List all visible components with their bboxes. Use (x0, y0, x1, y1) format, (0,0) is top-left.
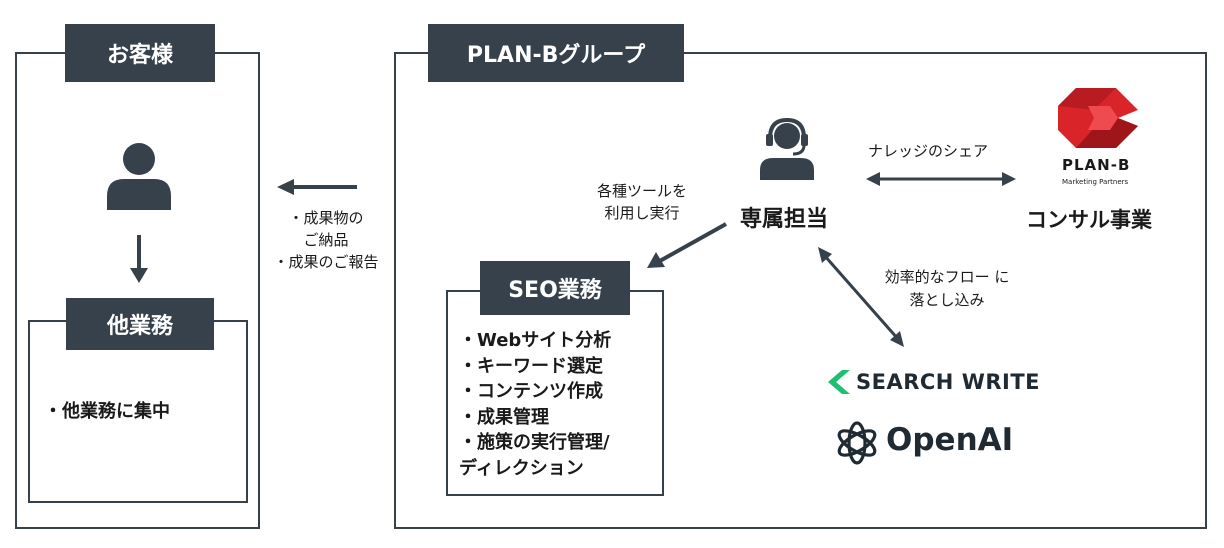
note-line: 各種ツールを (596, 182, 687, 200)
search-write-text-a: SEARCH (856, 370, 954, 394)
note-line: ご納品 (303, 231, 349, 249)
planb-logo-mark (1058, 88, 1138, 148)
consulting-label: コンサル事業 (1026, 208, 1152, 232)
seo-task-list: ・Webサイト分析 ・キーワード選定 ・コンテンツ作成 ・成果管理 ・施策の実行… (459, 328, 611, 481)
customer-title: お客様 (65, 24, 215, 82)
seo-title: SEO業務 (480, 261, 630, 315)
note-line: 利用し実行 (604, 204, 680, 222)
left-arrow (277, 179, 357, 195)
note-line: 効率的なフロー に (884, 268, 1010, 286)
deliverables-note: ・成果物の ご納品 ・成果のご報告 (262, 207, 390, 273)
seo-box (446, 290, 664, 496)
down-arrow (130, 235, 148, 283)
list-item: ・コンテンツ作成 (459, 381, 603, 402)
search-write-logo: SEARCH WRITE (856, 370, 1040, 394)
bidirectional-arrow-horizontal (866, 172, 1016, 186)
headset-person-icon (760, 117, 814, 180)
list-item: ・キーワード選定 (459, 355, 603, 377)
tools-note: 各種ツールを 利用し実行 (578, 180, 706, 224)
note-line: 落とし込み (909, 291, 985, 309)
list-item: ・Webサイト分析 (459, 330, 612, 351)
flow-note: 効率的なフロー に 落とし込み (862, 266, 1032, 312)
list-item: ディレクション (459, 457, 584, 479)
openai-icon (837, 421, 877, 465)
other-work-title: 他業務 (66, 298, 214, 350)
search-write-text-b: WRITE (961, 370, 1041, 394)
search-write-logo-icon (828, 370, 850, 394)
group-title: PLAN-Bグループ (428, 24, 684, 82)
note-line: ・成果物の (288, 209, 364, 227)
planb-wordmark: PLAN-B (1062, 156, 1131, 174)
note-line: ・成果のご報告 (273, 253, 379, 271)
planb-tagline: Marketing Partners (1062, 178, 1129, 186)
other-work-box (28, 320, 248, 503)
list-item: ・施策の実行管理/ (459, 432, 610, 453)
person-icon (107, 143, 171, 210)
bidirectional-arrow-diagonal (818, 247, 904, 347)
knowledge-note: ナレッジのシェア (868, 142, 989, 160)
arrow-to-seo (647, 222, 727, 268)
other-work-list: ・他業務に集中 (44, 400, 170, 424)
list-item: ・成果管理 (459, 406, 549, 428)
list-item: ・他業務に集中 (44, 401, 170, 422)
dedicated-label: 専属担当 (740, 207, 829, 232)
openai-logo: OpenAI (886, 422, 1014, 458)
